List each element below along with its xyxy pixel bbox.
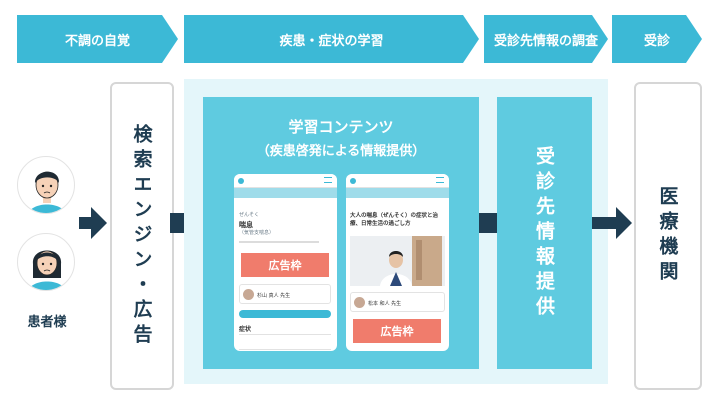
medical-institution-box: 医療機関 [634, 82, 702, 390]
ad-slot-1: 広告枠 [241, 253, 329, 277]
learning-title: 学習コンテンツ [288, 118, 394, 136]
patient-female-avatar [17, 233, 75, 291]
patient-male-avatar [17, 156, 75, 214]
doctor-avatar-icon [354, 297, 365, 308]
connector-bar [479, 213, 497, 233]
cta-button[interactable] [239, 310, 331, 318]
disease-name: 喘息 [239, 221, 253, 229]
learning-subtitle: （疾患啓発による情報提供） [256, 144, 426, 159]
disease-reading: （気管支喘息） [239, 230, 275, 236]
phone-banner [234, 188, 337, 198]
step-label: 不調の自覚 [64, 33, 130, 49]
section-title: 症状 [239, 326, 252, 333]
phone-header-bar [234, 174, 337, 188]
search-engine-label: 検索エンジン・広告 [130, 123, 153, 349]
step-chevron-2: 疾患・症状の学習 [184, 15, 479, 63]
disease-tag: ぜんそく [239, 212, 260, 218]
ad-slot-2: 広告枠 [353, 319, 441, 343]
flow-arrow-icon [592, 207, 632, 239]
flow-arrow-icon [79, 207, 107, 239]
doctor-card: 杉山 真人 先生 [239, 284, 331, 304]
logo-mark-icon [350, 178, 356, 184]
step-label: 受診先情報の調査 [493, 33, 598, 49]
provider-info-label: 受診先情報提供 [533, 145, 555, 321]
step-label: 受診 [643, 33, 670, 49]
doctor-avatar-icon [243, 289, 254, 300]
step-chevron-3: 受診先情報の調査 [484, 15, 608, 63]
doctor-name: 杉山 真人 先生 [257, 293, 291, 299]
step-chevron-1: 不調の自覚 [17, 15, 178, 63]
doctor-photo [350, 236, 445, 286]
doctor-card: 松本 和人 先生 [350, 292, 445, 312]
section-table [239, 334, 331, 350]
menu-icon [436, 177, 444, 183]
meta-line [239, 241, 319, 243]
provider-info-card: 受診先情報提供 [497, 97, 592, 369]
phone-mockup-1: ぜんそく 喘息 （気管支喘息） 広告枠 杉山 真人 先生 症状 [234, 174, 337, 351]
patient-label: 患者様 [27, 315, 67, 330]
doctor-name: 松本 和人 先生 [368, 301, 402, 307]
search-engine-box: 検索エンジン・広告 [110, 82, 174, 390]
phone-mockup-2: 大人の喘息（ぜんそく）の症状と治療、日常生活の過ごし方 松本 和人 先生 広告枠 [346, 174, 449, 351]
menu-icon [324, 177, 332, 183]
logo-mark-icon [238, 178, 244, 184]
step-label: 疾患・症状の学習 [279, 33, 384, 49]
phone-banner [346, 188, 449, 198]
ad-label: 広告枠 [268, 259, 302, 272]
medical-institution-label: 医療機関 [656, 186, 679, 286]
step-chevron-4: 受診 [612, 15, 702, 63]
article-headline: 大人の喘息（ぜんそく）の症状と治療、日常生活の過ごし方 [350, 213, 439, 227]
phone-header-bar [346, 174, 449, 188]
ad-label: 広告枠 [380, 325, 414, 338]
